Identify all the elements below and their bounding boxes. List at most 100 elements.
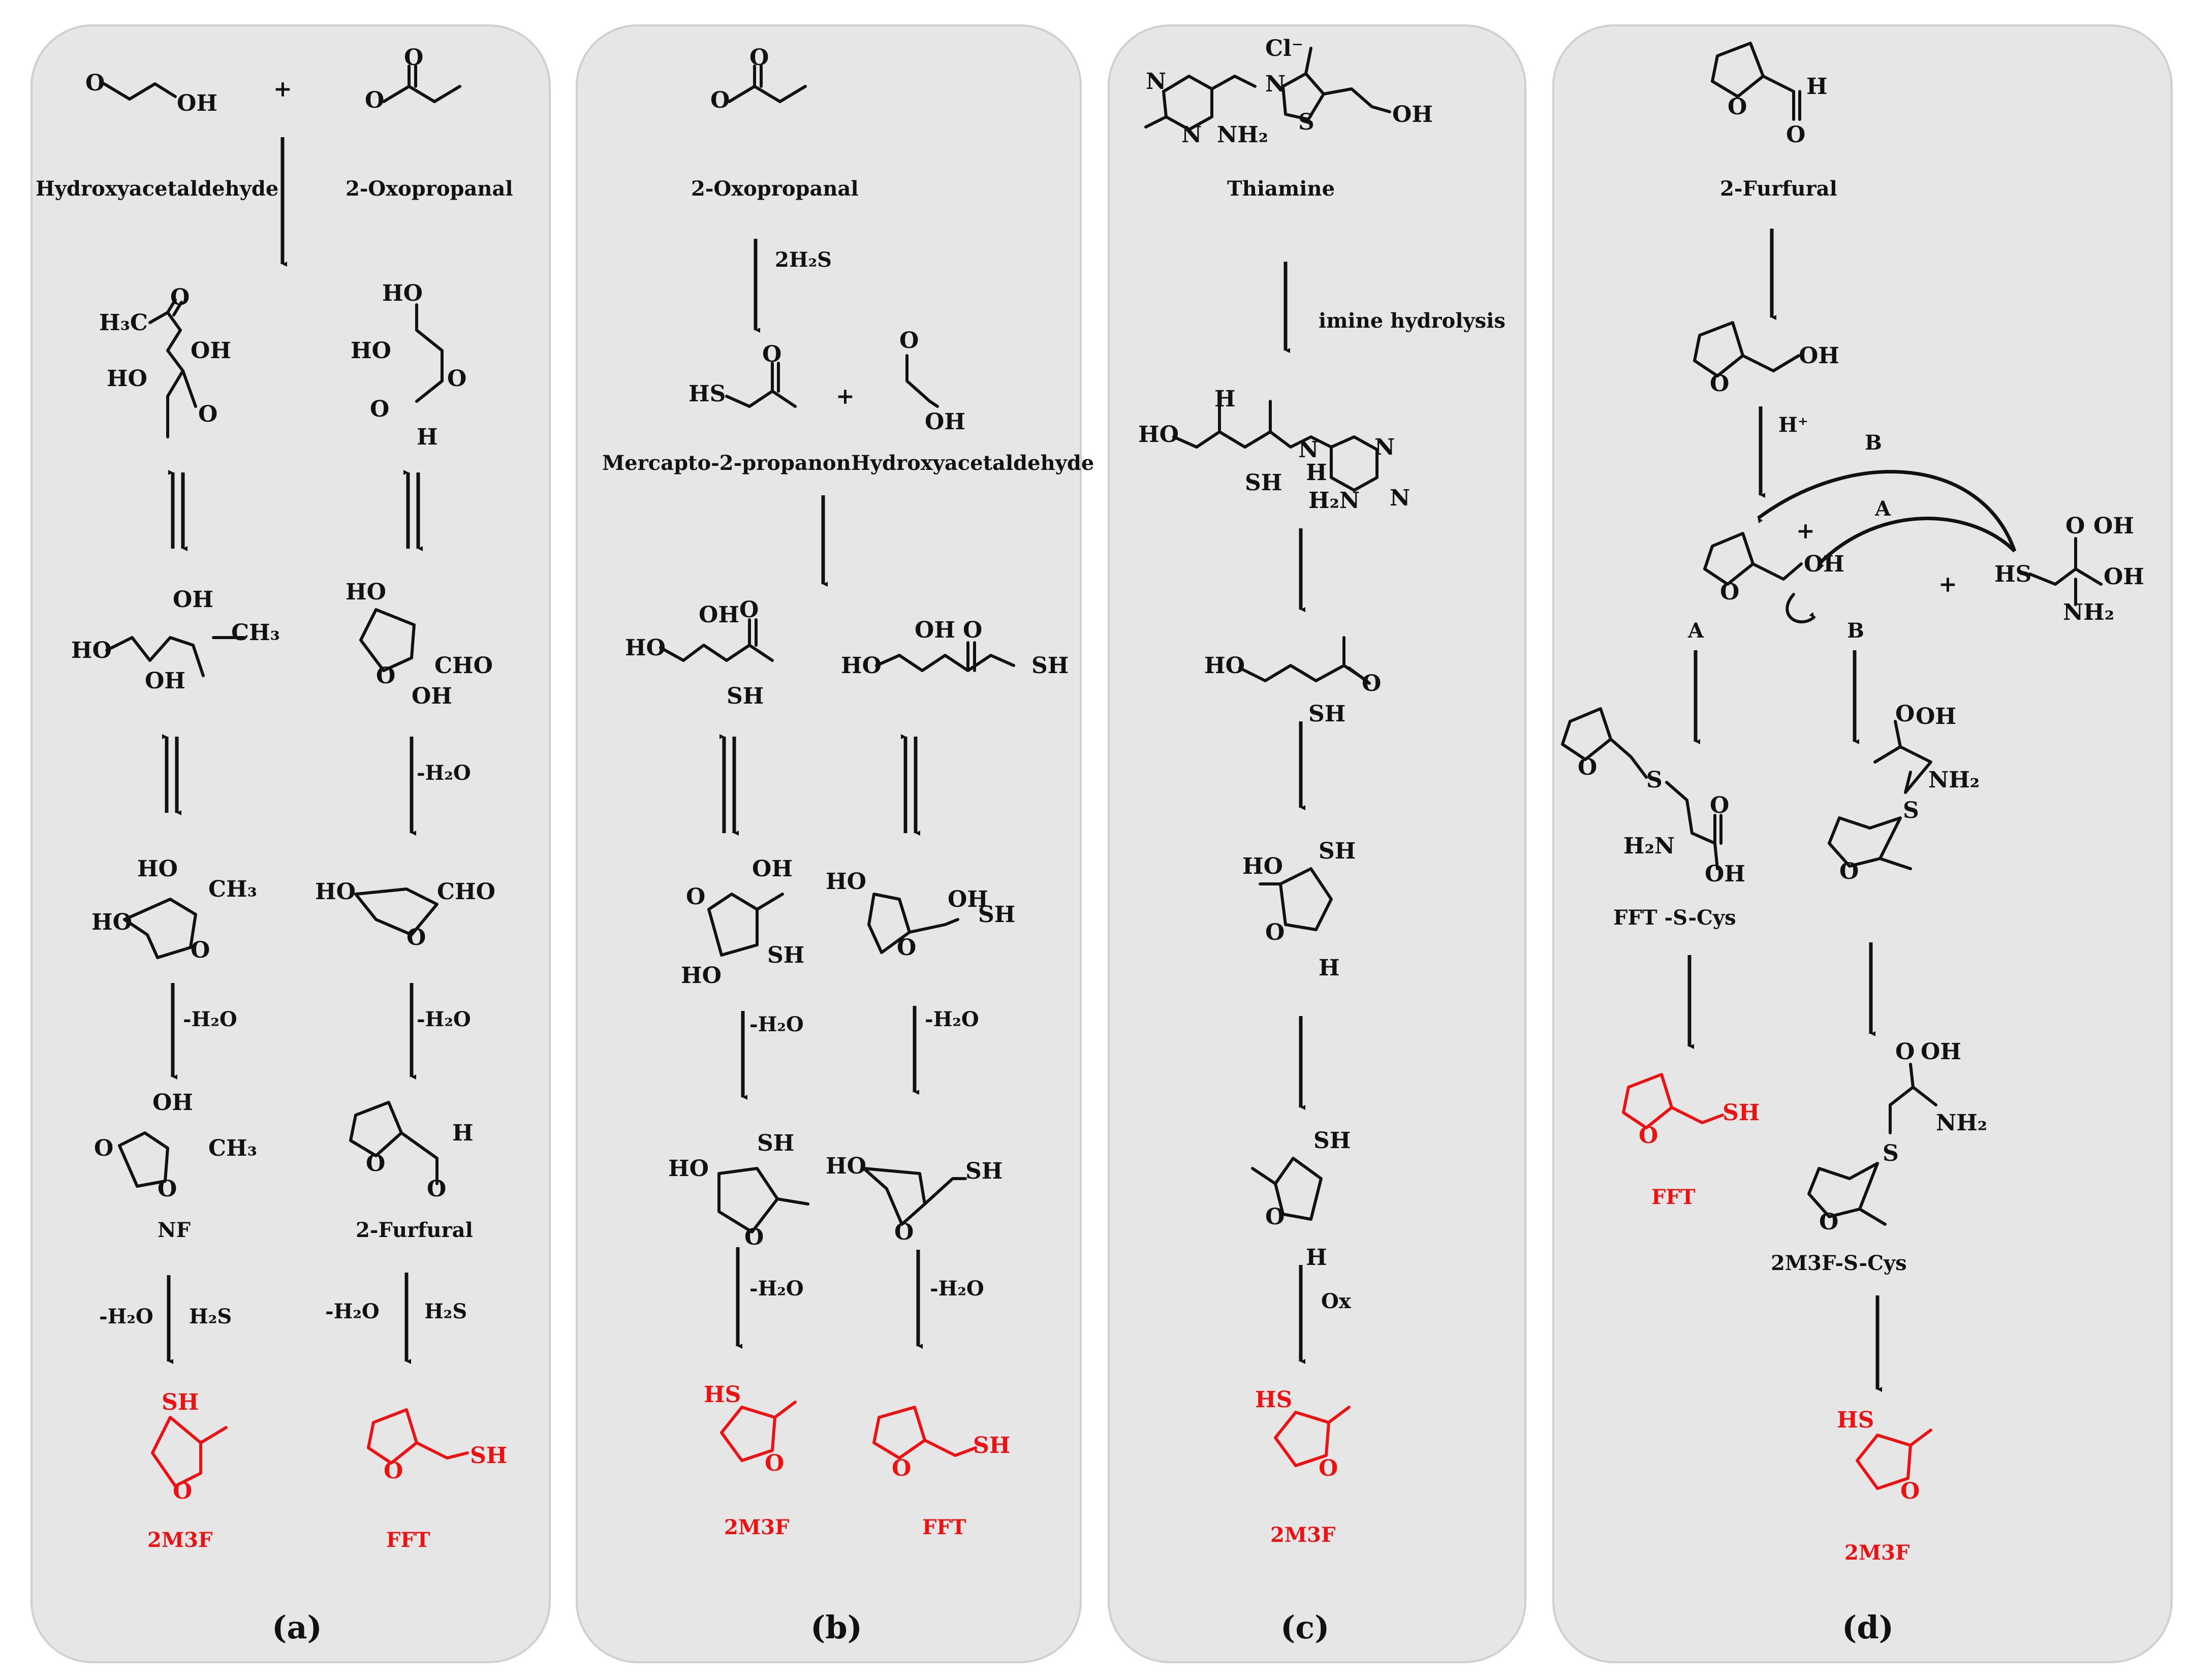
svg-text:O: O xyxy=(447,366,466,392)
svg-text:OH: OH xyxy=(752,856,793,882)
thiol-enamine-structure: HO H SH N H H₂N N N xyxy=(1138,386,1410,514)
open-chain-thiol-left: HO OH O SH xyxy=(625,597,774,709)
svg-text:OH: OH xyxy=(699,602,739,628)
label-hydroxyacetaldehyde: Hydroxyacetaldehyde xyxy=(36,177,278,201)
product-2m3f-b: HS O xyxy=(704,1382,797,1476)
svg-text:OH: OH xyxy=(1705,861,1745,887)
plus-sign: + xyxy=(273,76,292,102)
furfural-structure-d: O H O xyxy=(1711,42,1828,148)
svg-text:NH₂: NH₂ xyxy=(2063,599,2114,625)
svg-text:H: H xyxy=(1306,1245,1327,1271)
svg-text:S: S xyxy=(1298,109,1314,135)
svg-text:O: O xyxy=(1710,371,1729,397)
cond-b-h2o-2: -H₂O xyxy=(925,1007,979,1031)
svg-text:O: O xyxy=(1895,1039,1915,1065)
svg-text:HO: HO xyxy=(841,653,882,679)
svg-text:+: + xyxy=(1796,518,1815,544)
svg-text:HS: HS xyxy=(1994,561,2031,587)
svg-text:SH: SH xyxy=(965,1158,1003,1184)
label-path-b-top: B xyxy=(1865,431,1882,455)
svg-text:O: O xyxy=(365,87,384,113)
label-2m3f-d: 2M3F xyxy=(1844,1541,1909,1565)
svg-text:OH: OH xyxy=(145,668,185,694)
product-fft-b: O SH xyxy=(872,1406,1010,1481)
panel-a-content: O OH + O O Hydroxyacetaldehyde 2-Oxoprop… xyxy=(36,45,513,1646)
svg-text:SH: SH xyxy=(162,1389,199,1415)
svg-text:N: N xyxy=(1265,71,1286,97)
svg-text:OH: OH xyxy=(1799,343,1839,369)
svg-text:O: O xyxy=(1728,94,1747,120)
cond-a-h2o-4: -H₂O xyxy=(99,1305,153,1328)
svg-text:O: O xyxy=(1639,1123,1658,1149)
svg-text:O: O xyxy=(427,1176,446,1202)
svg-text:OH: OH xyxy=(1921,1039,1961,1065)
2m3f-s-cys-precursor: OH O NH₂ S O xyxy=(1828,701,1980,884)
label-2m3f-c: 2M3F xyxy=(1270,1523,1335,1547)
svg-text:O: O xyxy=(1720,579,1739,605)
cyclic-hemiacetal: HO O CHO OH xyxy=(346,579,493,709)
label-oxopropanal-b: 2-Oxopropanal xyxy=(691,177,859,201)
dicarbonyl-intermediate: H₃C O OH HO O xyxy=(99,284,231,438)
svg-text:O: O xyxy=(384,1458,403,1484)
svg-text:O: O xyxy=(1900,1478,1920,1504)
svg-text:O: O xyxy=(366,1151,385,1177)
panel-b-content: O O 2-Oxopropanal 2H₂S HS O + O OH Merca… xyxy=(602,45,1094,1646)
svg-text:O: O xyxy=(1786,122,1805,148)
svg-text:OH: OH xyxy=(152,1090,193,1116)
svg-text:HO: HO xyxy=(826,1153,866,1179)
protonated-furfuryl-alcohol: O OH + xyxy=(1703,518,1844,624)
svg-text:SH: SH xyxy=(727,683,764,709)
svg-text:HS: HS xyxy=(704,1382,741,1408)
svg-text:HO: HO xyxy=(1242,853,1283,879)
svg-text:OH: OH xyxy=(412,683,452,709)
caption-d: (d) xyxy=(1842,1609,1894,1646)
step-ox: Ox xyxy=(1321,1289,1352,1313)
product-2m3f-d: HS O xyxy=(1837,1407,1932,1504)
svg-text:SH: SH xyxy=(757,1130,794,1156)
svg-text:O: O xyxy=(85,70,105,96)
svg-text:O: O xyxy=(710,87,730,113)
label-furfural-a: 2-Furfural xyxy=(356,1218,473,1242)
svg-text:O: O xyxy=(739,597,759,623)
svg-text:OH: OH xyxy=(948,886,988,912)
svg-text:OH: OH xyxy=(1916,704,1956,730)
tricarbonyl-intermediate: HO HO O O H xyxy=(351,280,466,450)
svg-text:O: O xyxy=(1839,859,1859,884)
svg-text:SH: SH xyxy=(1031,653,1069,679)
svg-text:CH₃: CH₃ xyxy=(231,620,280,646)
svg-text:SH: SH xyxy=(978,902,1015,928)
cond-a-h2o-1: -H₂O xyxy=(417,761,471,785)
caption-a: (a) xyxy=(272,1609,322,1646)
cond-a-h2s-2: H₂S xyxy=(424,1299,467,1323)
plus-d: + xyxy=(1938,572,1957,597)
svg-text:HO: HO xyxy=(1204,653,1245,679)
svg-text:HO: HO xyxy=(107,366,147,392)
svg-text:HO: HO xyxy=(681,963,722,989)
svg-text:O: O xyxy=(94,1135,113,1161)
svg-text:S: S xyxy=(1883,1140,1899,1166)
furfuryl-alcohol-structure: O OH xyxy=(1693,321,1839,397)
svg-text:O: O xyxy=(744,1224,764,1250)
label-furfural-d: 2-Furfural xyxy=(1720,177,1837,201)
svg-text:SH: SH xyxy=(1308,701,1345,727)
plus-b: + xyxy=(836,384,855,409)
svg-text:O: O xyxy=(1578,754,1597,780)
fft-s-cys-structure: O S H₂N O OH xyxy=(1561,707,1745,887)
counterion-cl: Cl⁻ xyxy=(1265,36,1303,61)
hydroxyacetaldehyde-structure: O OH xyxy=(85,70,217,116)
panel-d-content: O H O 2-Furfural O OH H⁺ B A O OH + + HS xyxy=(1561,42,2144,1646)
svg-text:O: O xyxy=(1319,1455,1338,1481)
svg-text:SH: SH xyxy=(1723,1100,1760,1126)
svg-text:H: H xyxy=(1319,955,1340,981)
label-2m3f-s-cys: 2M3F-S-Cys xyxy=(1771,1251,1907,1275)
dihydrofuran-thiol-left: SH HO O xyxy=(668,1130,809,1250)
label-oxopropanal: 2-Oxopropanal xyxy=(346,177,513,201)
label-path-b: B xyxy=(1847,619,1864,643)
reagent-b-h2s: 2H₂S xyxy=(775,248,832,272)
cond-b-h2o-1: -H₂O xyxy=(749,1012,804,1036)
nf-structure: OH O O CH₃ xyxy=(94,1090,257,1202)
svg-text:O: O xyxy=(894,1219,914,1245)
label-2m3f-a: 2M3F xyxy=(147,1528,212,1552)
cond-b-h2o-3: -H₂O xyxy=(749,1277,804,1301)
